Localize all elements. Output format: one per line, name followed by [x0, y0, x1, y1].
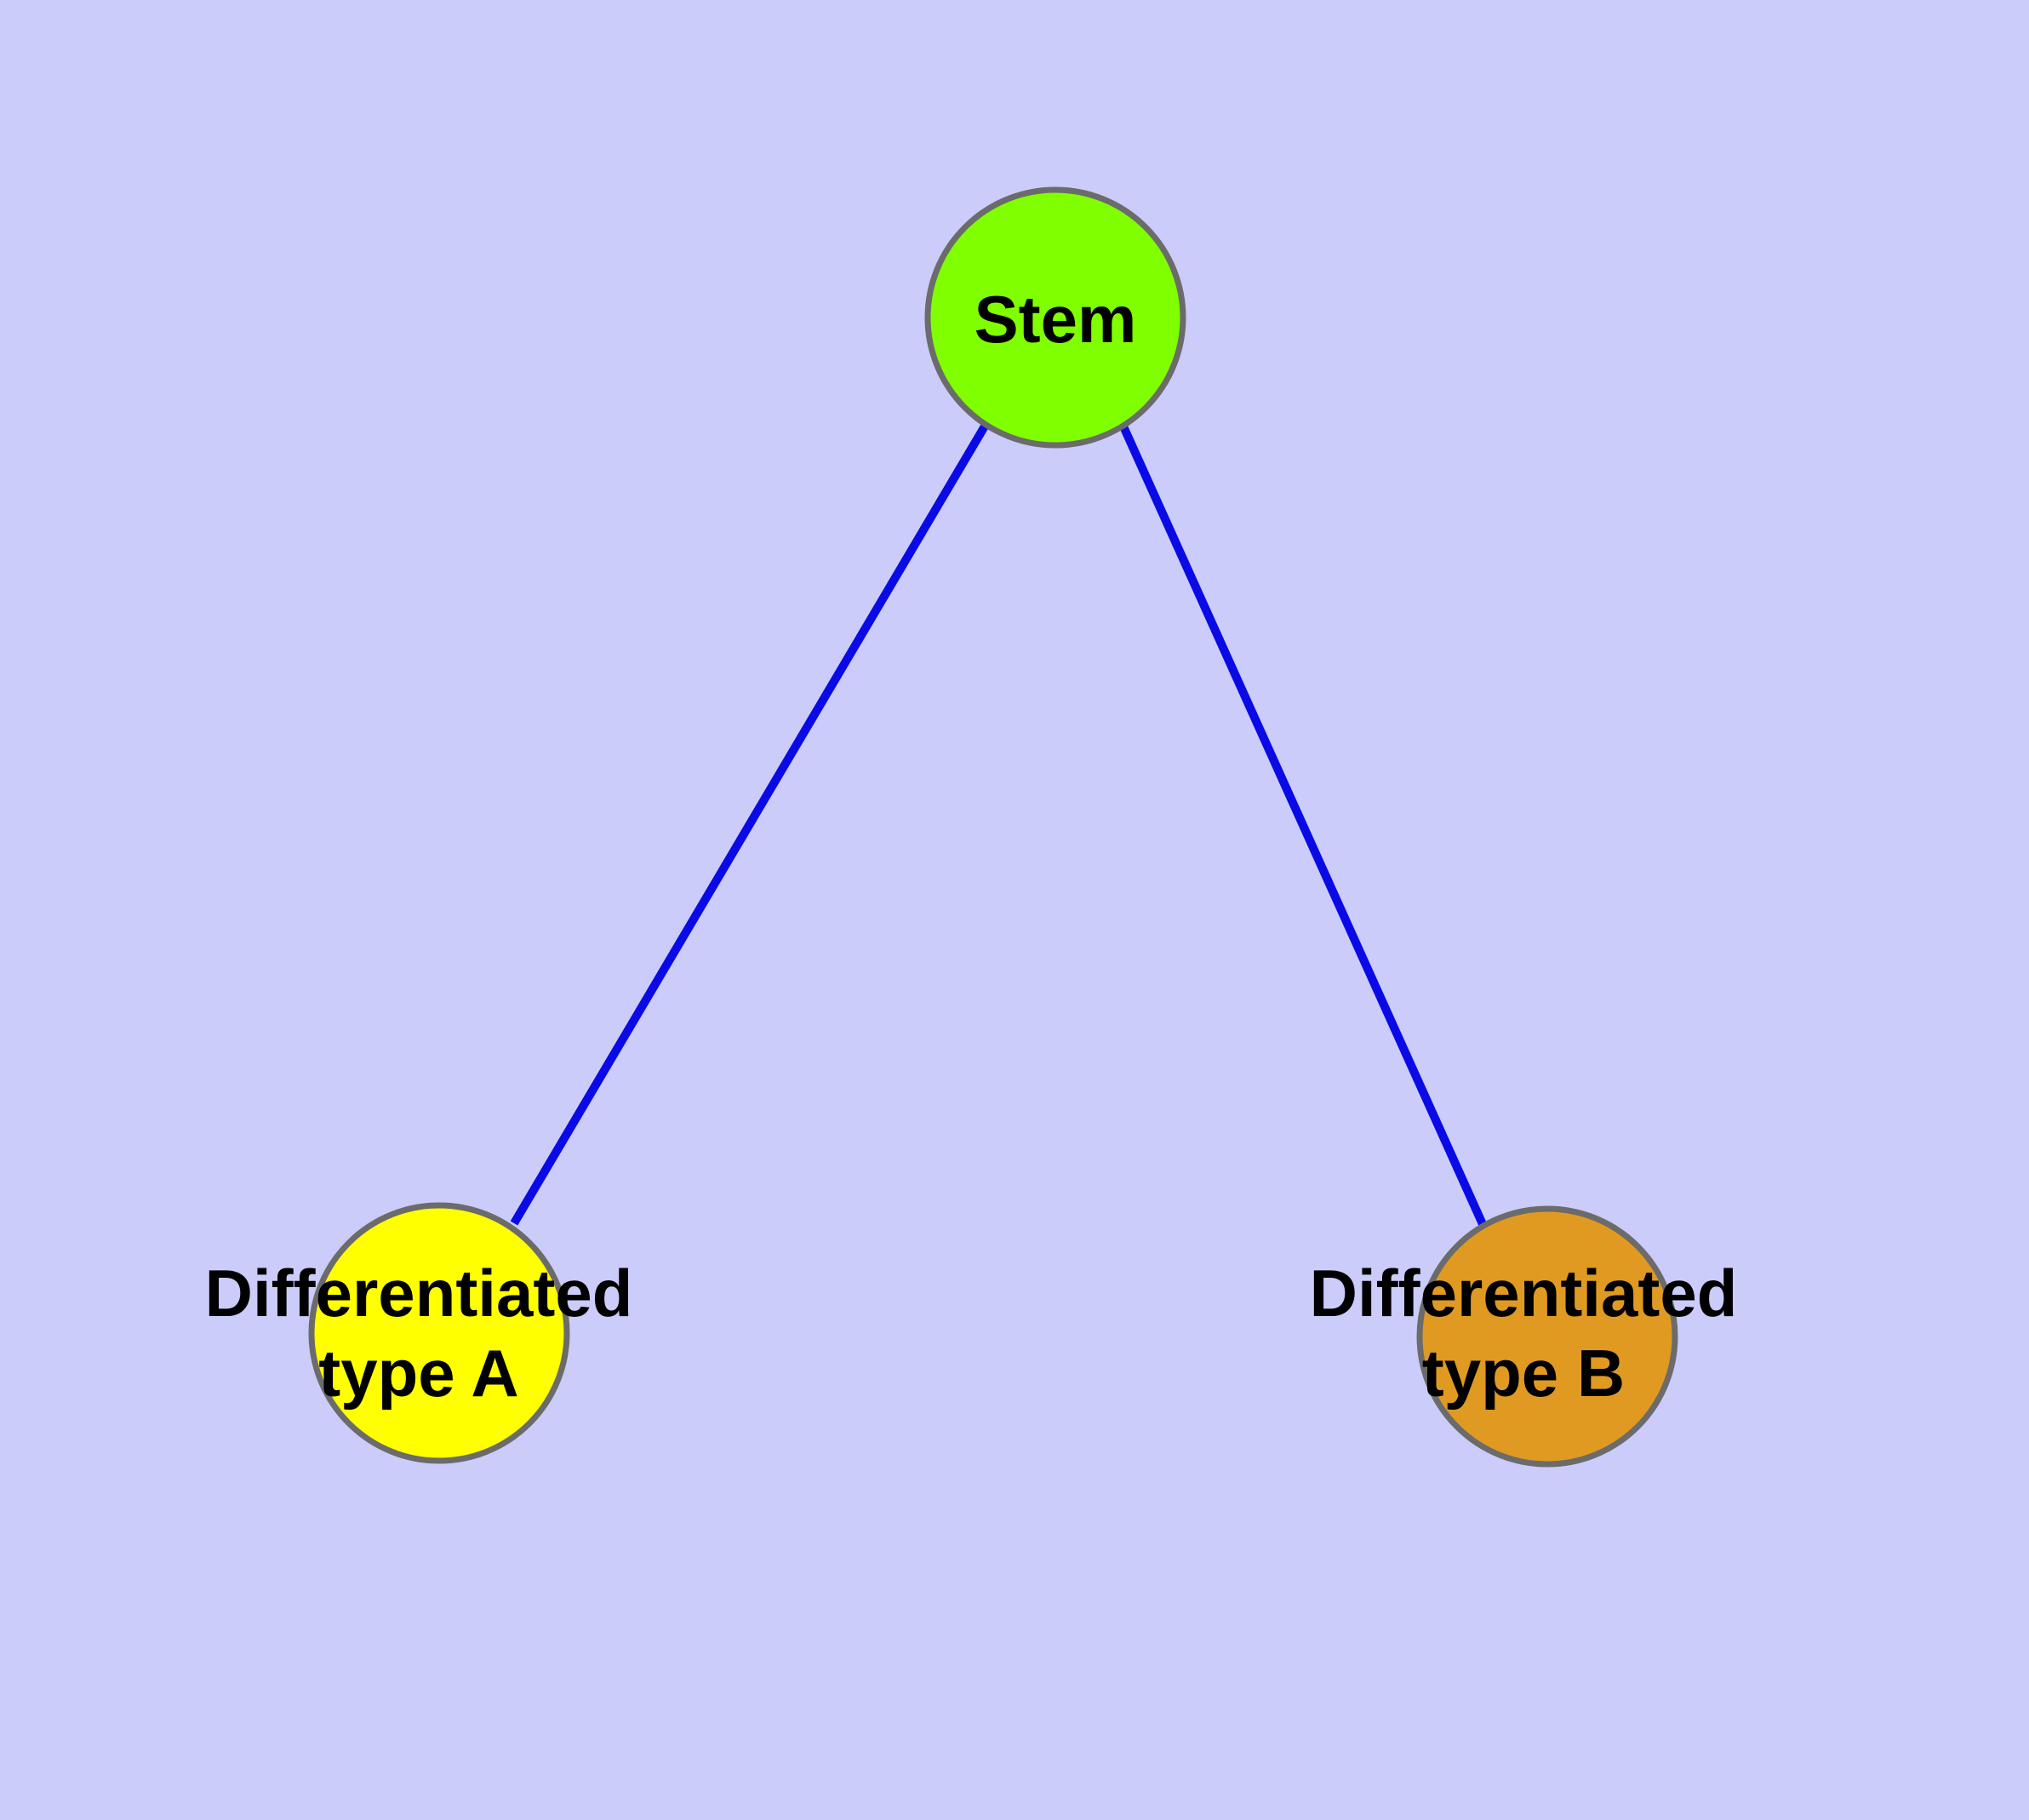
- node-label-stem: Stem: [974, 282, 1137, 357]
- nodes-group: [308, 186, 1678, 1468]
- edges-group: [510, 422, 1487, 1227]
- edge-stem-to-type-b: [1119, 424, 1487, 1227]
- node-label-line: Stem: [974, 282, 1137, 357]
- edge-stem-to-type-a: [510, 422, 990, 1226]
- node-diff-type-a[interactable]: [308, 1202, 570, 1464]
- node-diff-type-b[interactable]: [1416, 1205, 1678, 1468]
- node-label-line: type A: [318, 1336, 519, 1411]
- node-label-line: Differentiated: [1310, 1256, 1738, 1331]
- node-label-line: type B: [1422, 1336, 1625, 1411]
- node-label-line: Differentiated: [205, 1256, 633, 1331]
- node-stem[interactable]: [924, 186, 1186, 449]
